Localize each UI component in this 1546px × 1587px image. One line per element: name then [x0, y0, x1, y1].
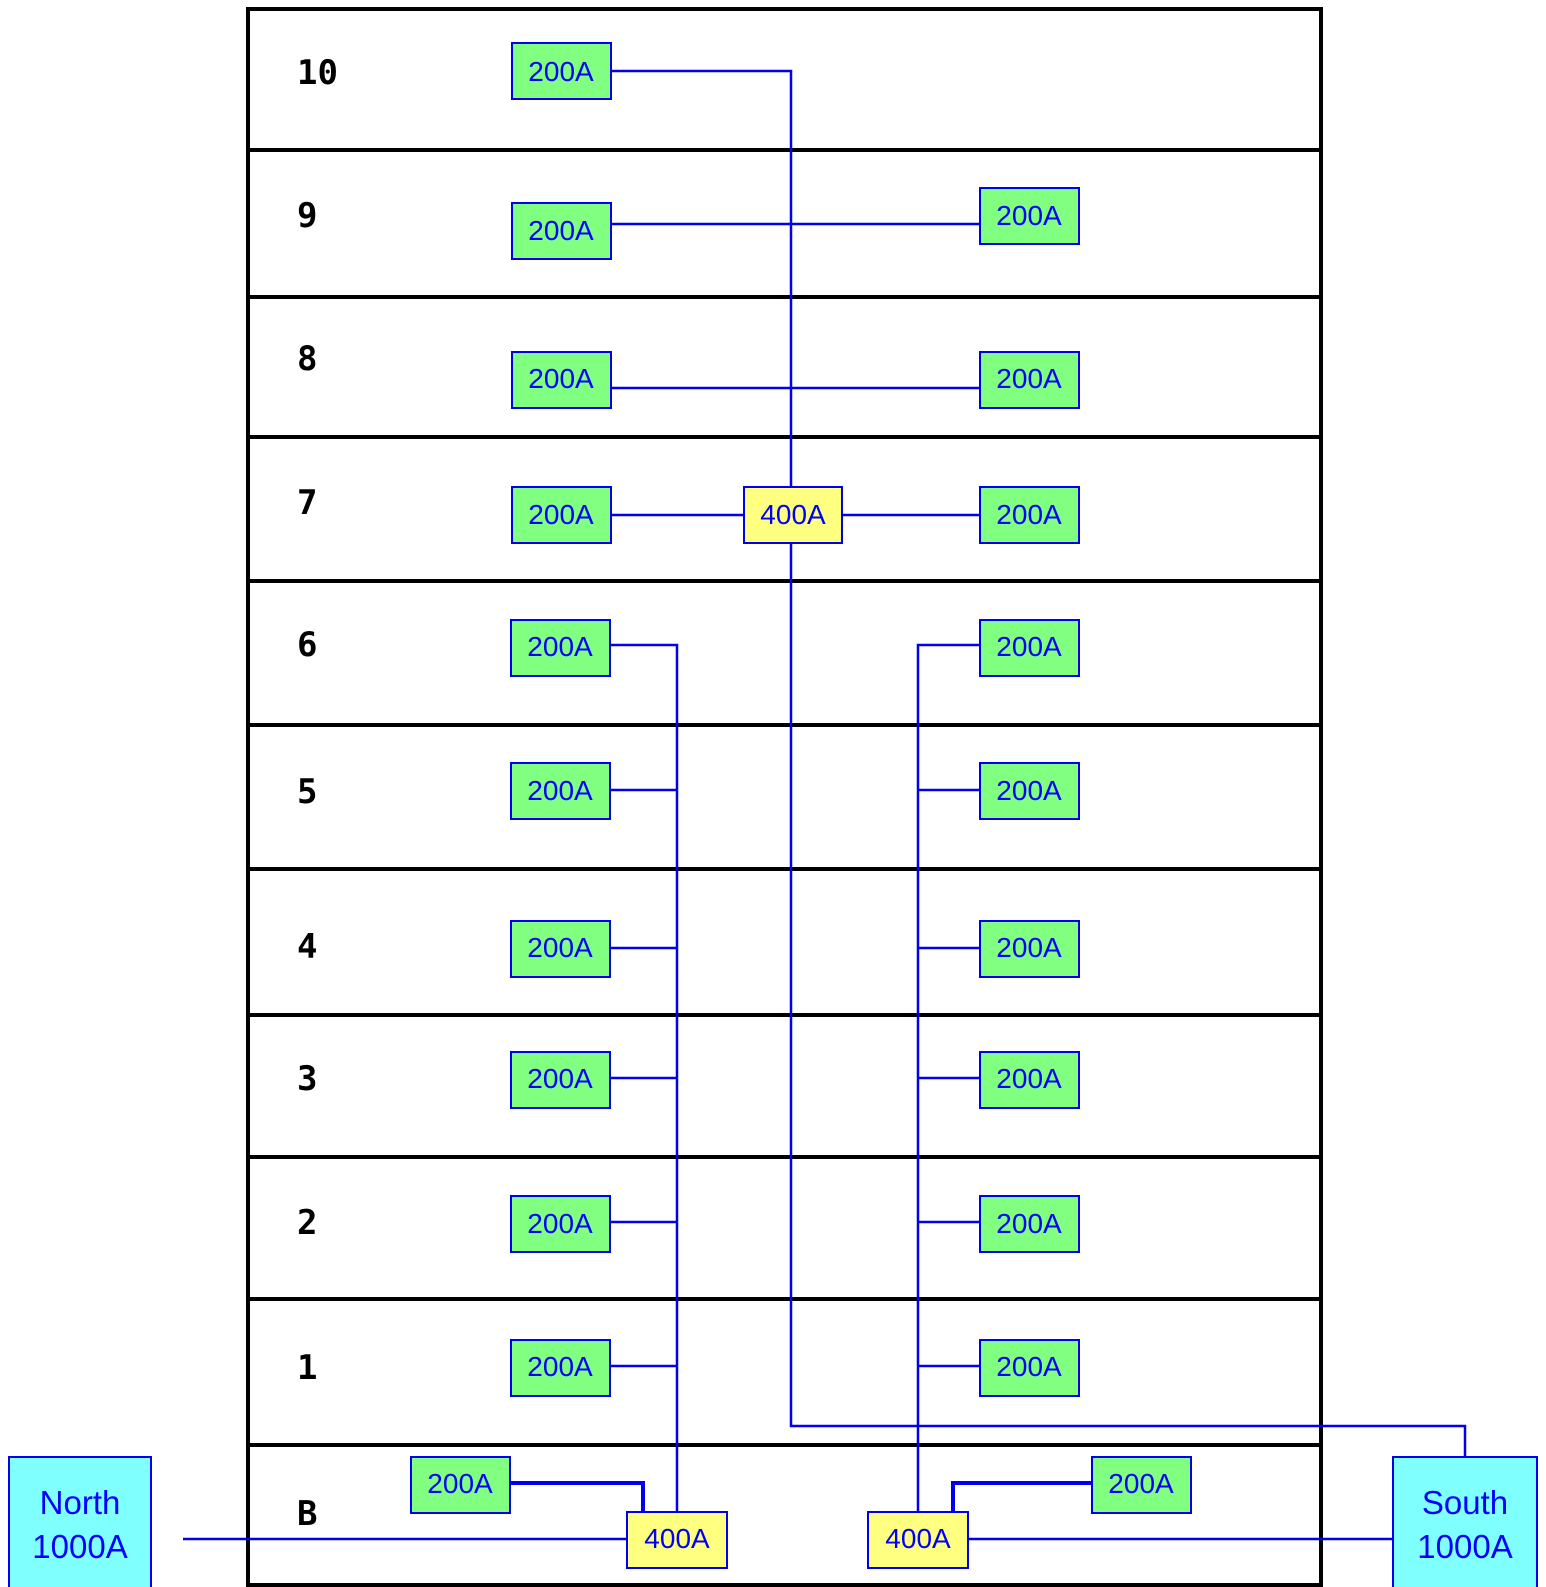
panel-200a-floor-6-left: 200A [510, 619, 611, 677]
source-north-rating: 1000A [32, 1528, 127, 1565]
svg-text:200A: 200A [527, 932, 593, 963]
panel-200a-floor-5-right: 200A [979, 762, 1080, 820]
floor-label-1: 1 [297, 1348, 317, 1388]
floor-label-9: 9 [297, 196, 317, 236]
svg-text:200A: 200A [996, 363, 1062, 394]
svg-text:200A: 200A [996, 932, 1062, 963]
floor-label-8: 8 [297, 339, 317, 379]
source-south: South 1000A [1392, 1456, 1538, 1587]
panel-200a-floor-9-left: 200A [511, 202, 612, 260]
floor-label-3: 3 [297, 1059, 317, 1099]
floor-label-7: 7 [297, 483, 317, 523]
svg-text:200A: 200A [996, 200, 1062, 231]
svg-text:200A: 200A [1108, 1468, 1174, 1499]
svg-text:200A: 200A [527, 1208, 593, 1239]
panel-200a-floor-1-right: 200A [979, 1339, 1080, 1397]
floor-label-2: 2 [297, 1203, 317, 1243]
svg-text:400A: 400A [885, 1523, 951, 1554]
floor-label-6: 6 [297, 625, 317, 665]
panel-200a-floor-7-right: 200A [979, 486, 1080, 544]
source-south-rating: 1000A [1417, 1528, 1512, 1565]
svg-text:200A: 200A [427, 1468, 493, 1499]
panel-200a-floor-2-left: 200A [510, 1195, 611, 1253]
panel-400a-basement-right: 400A [867, 1511, 969, 1569]
panel-200a-floor-4-left: 200A [510, 920, 611, 978]
panel-200a-floor-6-right: 200A [979, 619, 1080, 677]
source-north-name: North [40, 1484, 121, 1521]
svg-text:200A: 200A [528, 363, 594, 394]
feed-basement-right [951, 1481, 1092, 1512]
panel-200a-floor-3-left: 200A [510, 1051, 611, 1109]
floor-label-5: 5 [297, 772, 317, 812]
panel-200a-floor-7-left: 200A [511, 486, 612, 544]
svg-text:200A: 200A [528, 215, 594, 246]
svg-text:200A: 200A [996, 499, 1062, 530]
building-outline [246, 7, 1323, 1587]
panel-200a-basement-left: 200A [410, 1456, 511, 1514]
feed-basement-left [510, 1481, 645, 1512]
panel-200a-basement-right: 200A [1091, 1456, 1192, 1514]
svg-text:200A: 200A [527, 1063, 593, 1094]
panel-200a-floor-5-left: 200A [510, 762, 611, 820]
floor-label-10: 10 [297, 53, 338, 93]
svg-text:200A: 200A [996, 1208, 1062, 1239]
svg-text:200A: 200A [996, 1063, 1062, 1094]
panel-200a-floor-3-right: 200A [979, 1051, 1080, 1109]
source-south-name: South [1422, 1484, 1508, 1521]
panel-200a-floor-8-left: 200A [511, 351, 612, 409]
panel-200a-floor-2-right: 200A [979, 1195, 1080, 1253]
panel-200a-floor-4-right: 200A [979, 920, 1080, 978]
panel-400a-floor-7-center: 400A [743, 486, 843, 544]
svg-text:200A: 200A [996, 775, 1062, 806]
svg-text:400A: 400A [760, 499, 826, 530]
panel-400a-basement-left: 400A [626, 1511, 728, 1569]
floor-label-b: B [297, 1494, 317, 1534]
riser-center-wire [611, 69, 1467, 1457]
source-north: North 1000A [8, 1456, 152, 1587]
svg-text:200A: 200A [528, 56, 594, 87]
panel-200a-floor-9-right: 200A [979, 187, 1080, 245]
panel-200a-floor-1-left: 200A [510, 1339, 611, 1397]
svg-text:400A: 400A [644, 1523, 710, 1554]
svg-text:200A: 200A [527, 631, 593, 662]
panel-200a-floor-10-left: 200A [511, 42, 612, 100]
svg-text:200A: 200A [996, 631, 1062, 662]
svg-text:200A: 200A [527, 775, 593, 806]
panel-200a-floor-8-right: 200A [979, 351, 1080, 409]
svg-text:200A: 200A [527, 1351, 593, 1382]
floor-label-4: 4 [297, 927, 317, 967]
svg-text:200A: 200A [996, 1351, 1062, 1382]
svg-text:200A: 200A [528, 499, 594, 530]
